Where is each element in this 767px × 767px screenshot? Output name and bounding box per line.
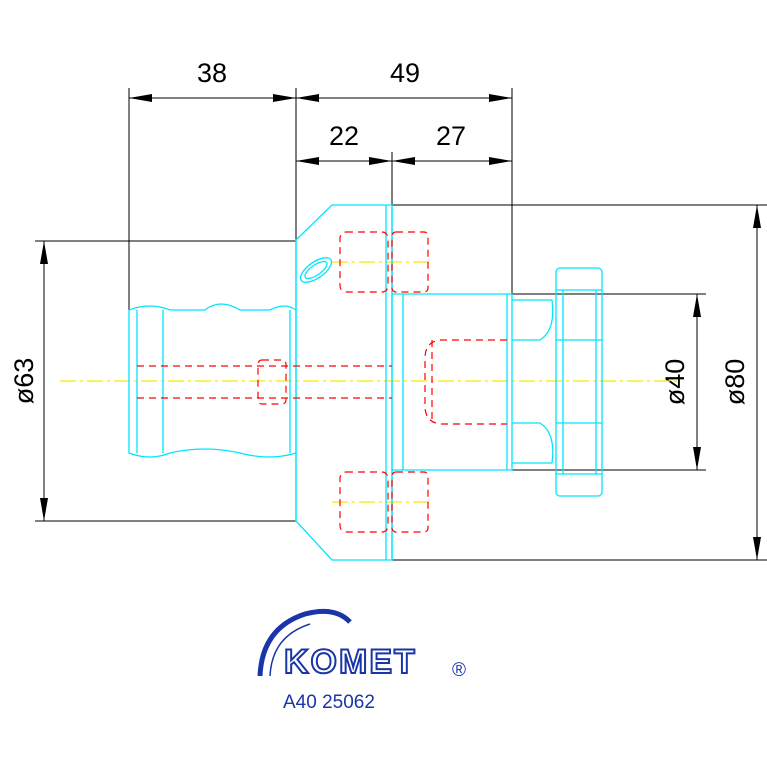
komet-logo: KOMET ® <box>257 608 466 682</box>
diameter-63-label: ø63 <box>9 358 39 405</box>
dimension-22-label: 22 <box>329 121 359 151</box>
dimension-27-label: 27 <box>436 121 466 151</box>
hidden-features <box>137 231 507 533</box>
logo-wordmark: KOMET <box>284 643 417 681</box>
adapter-part-outline <box>128 204 603 561</box>
dimension-38-label: 38 <box>197 58 227 88</box>
diameter-40-label: ø40 <box>660 359 690 406</box>
diameter-80-label: ø80 <box>720 359 750 406</box>
dimension-49-label: 49 <box>390 58 420 88</box>
logo-registered-mark: ® <box>452 660 466 681</box>
dimension-lines <box>35 88 767 561</box>
part-number: A40 25062 <box>283 692 375 713</box>
